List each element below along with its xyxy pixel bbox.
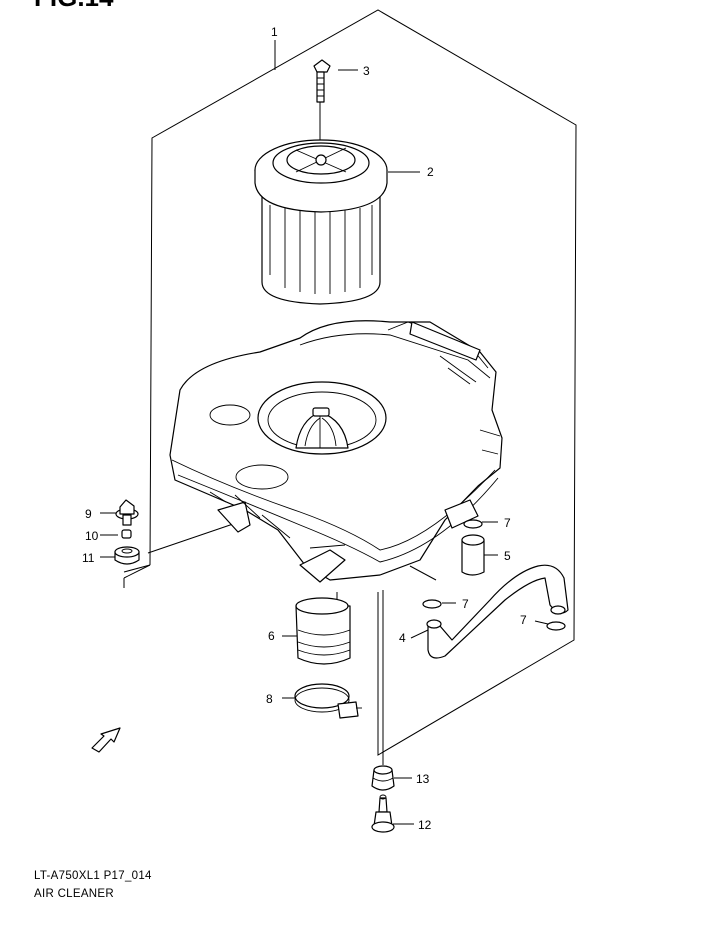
document-title: AIR CLEANER <box>34 888 114 900</box>
callout-7: 7 <box>504 516 511 530</box>
grommet-part-11 <box>114 546 140 565</box>
callout-13: 13 <box>416 772 430 786</box>
collar-part-10 <box>121 529 132 539</box>
callout-7: 7 <box>520 613 527 627</box>
hose-part-5 <box>461 534 485 576</box>
clamp-part-7 <box>422 519 566 631</box>
callout-7: 7 <box>462 597 469 611</box>
assembly-boundary <box>123 9 577 756</box>
callout-8: 8 <box>266 692 273 706</box>
air-cleaner-box-part-1 <box>169 320 503 583</box>
callout-12: 12 <box>418 818 432 832</box>
document-code: LT-A750XL1 P17_014 <box>34 870 152 882</box>
grommet-part-13 <box>371 765 395 791</box>
callout-9: 9 <box>85 507 92 521</box>
callout-1: 1 <box>271 25 278 39</box>
air-filter-element-part-2 <box>254 139 388 305</box>
callout-5: 5 <box>504 549 511 563</box>
callout-3: 3 <box>363 64 370 78</box>
callout-6: 6 <box>268 629 275 643</box>
callout-10: 10 <box>85 529 99 543</box>
connector-tube-part-6 <box>295 597 351 665</box>
callout-11: 11 <box>82 551 95 565</box>
bolt-part-9 <box>115 499 139 526</box>
drain-hose-part-4 <box>426 564 569 659</box>
drain-plug-part-12 <box>371 794 395 833</box>
callout-4: 4 <box>399 631 406 645</box>
band-clamp-part-8 <box>294 683 362 719</box>
figure-label: FIG.14 <box>34 0 114 12</box>
forward-arrow-icon: FWD <box>91 727 121 753</box>
callout-2: 2 <box>427 165 434 179</box>
leader-lines <box>100 40 549 825</box>
callout-labels: 1 2 3 4 5 6 7 7 7 7 8 9 10 11 12 13 <box>82 25 527 832</box>
screw-part-3 <box>313 59 331 103</box>
